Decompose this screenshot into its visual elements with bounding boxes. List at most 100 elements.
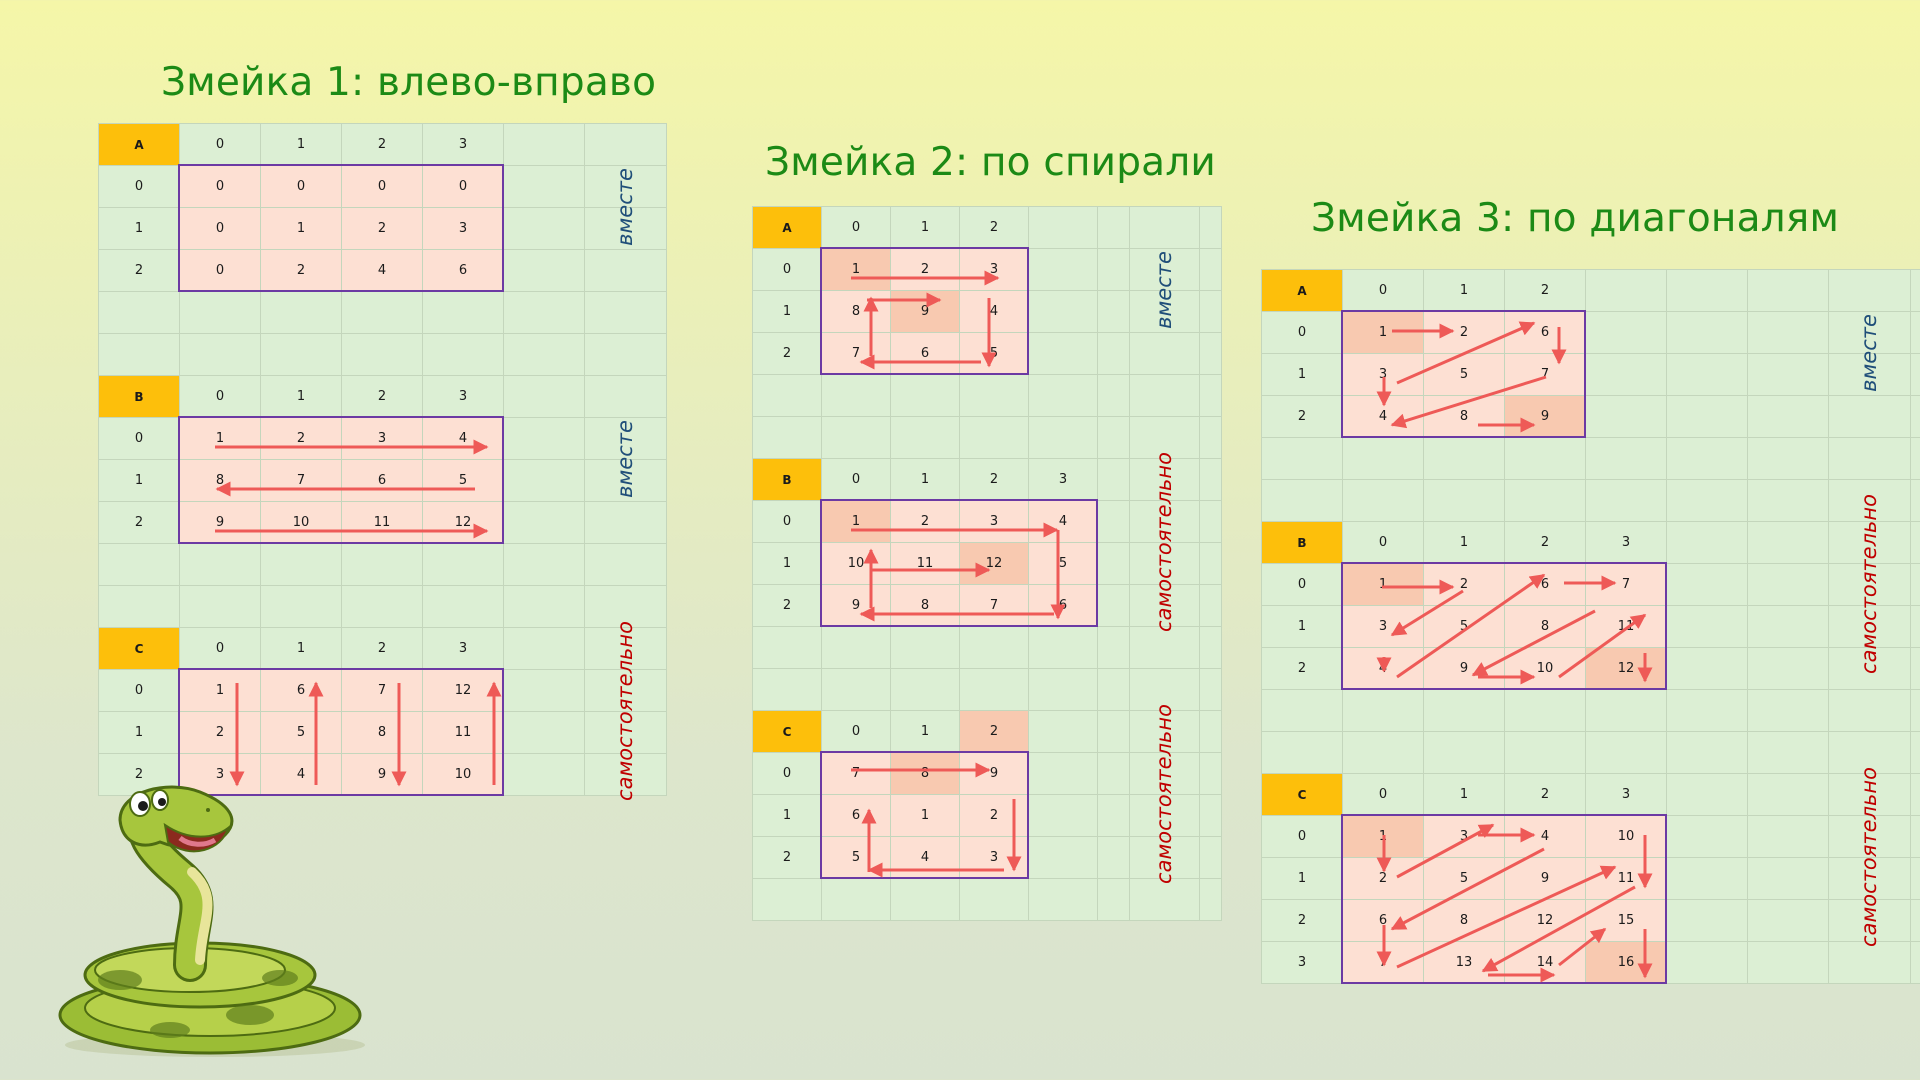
sheet-cell: [1911, 396, 1920, 438]
sheet-cell: [1098, 291, 1130, 333]
sheet-cell: [342, 334, 423, 376]
sheet-cell: [342, 292, 423, 334]
sheet-cell: [891, 669, 960, 711]
sheet-cell: [1200, 795, 1222, 837]
sheet-cell: [1029, 753, 1098, 795]
sheet-cell: [180, 334, 261, 376]
row-header: 1: [99, 712, 180, 754]
value-cell: 9: [180, 502, 261, 544]
sheet-cell: [504, 250, 585, 292]
sheet-cell: [1586, 354, 1667, 396]
value-cell: 4: [342, 250, 423, 292]
value-cell: 11: [342, 502, 423, 544]
sheet-cell: [1829, 606, 1911, 648]
value-cell: 7: [1586, 564, 1667, 606]
value-cell: 12: [1586, 648, 1667, 690]
column-header: 1: [891, 711, 960, 753]
sheet-cell: [1829, 354, 1911, 396]
sheet-cell: [1667, 522, 1748, 564]
sheet-cell: [1098, 627, 1130, 669]
sheet-cell: [1098, 417, 1130, 459]
row-header: 0: [99, 670, 180, 712]
sheet-cell: [1130, 417, 1200, 459]
sheet-cell: [1667, 396, 1748, 438]
sheet-cell: [1748, 480, 1829, 522]
sheet-cell: [1200, 375, 1222, 417]
sheet-cell: [1343, 438, 1424, 480]
column-header: 2: [1505, 774, 1586, 816]
value-cell: 6: [891, 333, 960, 375]
sheet-cell: [1911, 354, 1920, 396]
value-cell: 12: [423, 502, 504, 544]
value-cell: 2: [891, 501, 960, 543]
sheet-cell: [1029, 627, 1098, 669]
sheet-cell: [822, 375, 891, 417]
column-header: 0: [1343, 774, 1424, 816]
snake-illustration: [58, 785, 365, 1057]
sheet-cell: [1748, 732, 1829, 774]
sheet-cell: [1130, 501, 1200, 543]
snake2-block-A-label-text: вместе: [1152, 251, 1176, 329]
column-header: 3: [423, 124, 504, 166]
sheet-cell: [1343, 690, 1424, 732]
sheet-cell: [342, 586, 423, 628]
sheet-cell: [1829, 270, 1911, 312]
sheet-cell: [1098, 249, 1130, 291]
value-cell: 3: [423, 208, 504, 250]
column-header: 3: [423, 376, 504, 418]
sheet-cell: [1343, 480, 1424, 522]
snake1-block-C-label: самостоятельно: [584, 621, 666, 801]
column-header: 2: [960, 711, 1029, 753]
sheet-cell: [585, 334, 667, 376]
sheet-cell: [180, 586, 261, 628]
value-cell: 8: [180, 460, 261, 502]
value-cell: 7: [822, 753, 891, 795]
sheet-cell: [504, 334, 585, 376]
row-header: 1: [99, 208, 180, 250]
sheet-cell: [1829, 648, 1911, 690]
column-header: 2: [342, 376, 423, 418]
sheet-cell: [1667, 438, 1748, 480]
sheet-cell: [822, 417, 891, 459]
sheet-cell: [504, 712, 585, 754]
snake1-block-A-label-text: вместе: [613, 168, 637, 246]
value-cell: 2: [960, 795, 1029, 837]
sheet-cell: [585, 166, 667, 208]
sheet-cell: [1911, 816, 1920, 858]
column-header: 2: [342, 124, 423, 166]
sheet-cell: [1505, 732, 1586, 774]
snake2-block-A-label: вместе: [1129, 206, 1199, 374]
column-header: 0: [822, 207, 891, 249]
sheet-cell: [1829, 774, 1911, 816]
sheet-cell: [1586, 732, 1667, 774]
value-cell: 5: [261, 712, 342, 754]
sheet-cell: [504, 124, 585, 166]
sheet-cell: [585, 544, 667, 586]
row-header: 1: [753, 543, 822, 585]
sheet-cell: [1586, 396, 1667, 438]
sheet-cell: [423, 586, 504, 628]
sheet-cell: [1130, 669, 1200, 711]
value-cell: 8: [822, 291, 891, 333]
value-cell: 2: [261, 250, 342, 292]
sheet-cell: [1911, 606, 1920, 648]
row-header: 1: [1262, 606, 1343, 648]
sheet-cell: [1130, 879, 1200, 921]
sheet-cell: [1667, 942, 1748, 984]
value-cell: 5: [423, 460, 504, 502]
sheet-cell: [891, 417, 960, 459]
row-header: 0: [1262, 564, 1343, 606]
sheet-cell: [1029, 879, 1098, 921]
column-header: 0: [180, 124, 261, 166]
value-cell: 12: [960, 543, 1029, 585]
snake3-block-B-label: самостоятельно: [1828, 479, 1910, 689]
value-cell: 2: [891, 249, 960, 291]
sheet-cell: [1748, 690, 1829, 732]
value-cell: 1: [180, 670, 261, 712]
sheet-cell: [1098, 543, 1130, 585]
value-cell: 4: [423, 418, 504, 460]
value-cell: 12: [1505, 900, 1586, 942]
sheet-cell: [1130, 459, 1200, 501]
